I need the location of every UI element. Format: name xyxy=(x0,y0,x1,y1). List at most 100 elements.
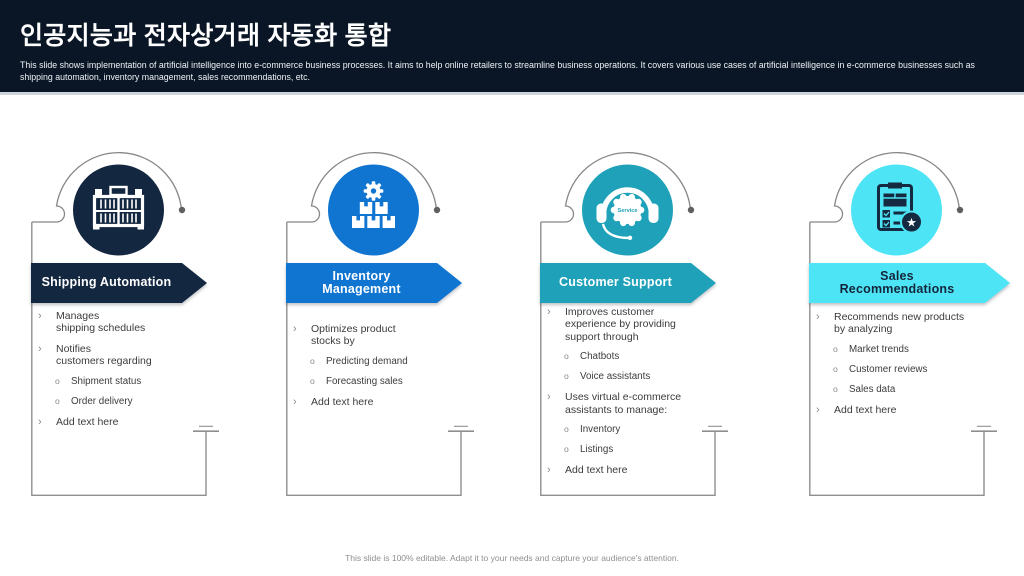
sub-bullet-text: Listings xyxy=(580,444,614,456)
card-frame-svg xyxy=(286,152,474,496)
bullet-text: Add text here xyxy=(565,464,628,477)
bullet-text: Add text here xyxy=(56,415,119,428)
sub-bullet-marker: o xyxy=(564,371,569,382)
sub-bullet-text: Voice assistants xyxy=(580,371,651,383)
sub-bullet-text: Chatbots xyxy=(580,351,620,363)
service-label: Service xyxy=(618,208,638,214)
container-icon xyxy=(92,185,145,230)
sub-bullet-item: o Voice assistants xyxy=(564,371,744,383)
card-customer-support: Service Customer Support › Improves custo… xyxy=(540,140,760,500)
bullet-text: Uses virtual e-commerce assistants to ma… xyxy=(565,391,682,416)
bullet-item: › Optimizes product stocks by xyxy=(290,323,490,348)
bullet-chevron-marker: › xyxy=(816,311,820,323)
card-sales-recommendations: ★ Sales Recommendations › Recommends new … xyxy=(809,140,1024,500)
bullet-list: › Manages shipping schedules › Notifies cus… xyxy=(35,310,235,437)
bullet-text: Improves customer experience by providin… xyxy=(565,306,676,343)
headset-service-icon: Service xyxy=(596,187,659,240)
arc-end-dot xyxy=(433,206,441,214)
banner-shape: Customer Support xyxy=(540,263,716,303)
card-frame-svg: ★ xyxy=(809,152,997,496)
bullet-chevron-marker: › xyxy=(293,323,297,335)
bullet-chevron-marker: › xyxy=(547,306,551,318)
sub-bullet-text: Forecasting sales xyxy=(326,375,403,387)
bullet-list: › Recommends new products by analyzing o Ma… xyxy=(813,311,1013,425)
bullet-chevron-marker: › xyxy=(547,391,551,404)
arc-end-dot xyxy=(956,206,964,214)
decorative-arc xyxy=(809,152,961,223)
sub-bullet-text: Inventory xyxy=(580,423,621,435)
bullet-text: Recommends new products by analyzing xyxy=(834,311,965,336)
bullet-item: › Add text here xyxy=(35,416,235,429)
sub-bullet-text: Predicting demand xyxy=(326,355,408,367)
arc-end-dot xyxy=(687,206,695,214)
banner-arrow: Inventory Management xyxy=(286,263,462,303)
sub-bullet-marker: o xyxy=(310,375,315,386)
bullet-chevron-marker: › xyxy=(816,403,820,416)
bullet-list: › Optimizes product stocks by o Predicting … xyxy=(290,323,490,417)
footer-note: This slide is 100% editable. Adapt it to… xyxy=(345,553,679,563)
bullet-item: ›Add text here xyxy=(813,404,1013,417)
boxes-gear-icon xyxy=(352,181,395,228)
slide-subtitle: This slide shows implementation of artif… xyxy=(20,60,975,82)
banner-arrow: Sales Recommendations xyxy=(809,263,1010,303)
bullet-chevron-marker: › xyxy=(38,415,42,428)
sub-bullet-text: Customer reviews xyxy=(849,363,928,375)
bullet-item: › Recommends new products by analyzing xyxy=(813,311,1013,336)
sub-bullet-marker: o xyxy=(564,423,569,434)
bullet-text: Manages shipping schedules xyxy=(56,310,146,335)
card-frame-svg xyxy=(31,152,219,496)
sub-bullet-item: o Shipment status xyxy=(55,376,235,388)
bullet-item: ›Add text here xyxy=(290,396,490,409)
slide-footer: This slide is 100% editable. Adapt it to… xyxy=(0,553,1024,563)
icon-circle xyxy=(851,164,942,256)
sub-bullet-marker: o xyxy=(55,375,60,386)
star-glyph: ★ xyxy=(906,216,917,230)
bullet-chevron-marker: › xyxy=(38,342,42,355)
slide-header: 인공지능과 전자상거래 자동화 통합 This slide shows impl… xyxy=(0,0,1024,95)
card-outline xyxy=(31,222,207,496)
sub-bullet-marker: o xyxy=(833,343,838,354)
slide-title: 인공지능과 전자상거래 자동화 통합 xyxy=(20,22,392,50)
bullet-chevron-marker: › xyxy=(293,395,297,408)
sub-bullet-text: Shipment status xyxy=(71,375,142,387)
card-title: Customer Support xyxy=(559,275,672,290)
bullet-text: Optimizes product stocks by xyxy=(311,323,396,348)
banner-shape: Shipping Automation xyxy=(31,263,207,303)
card-shipping-automation: Shipping Automation › Manages shipping sc… xyxy=(31,140,251,500)
banner-shape: Inventory Management xyxy=(286,263,462,303)
sub-bullet-text: Sales data xyxy=(849,383,896,395)
card-outline xyxy=(809,222,985,496)
bullet-item: › Improves customer experience by providi… xyxy=(544,306,744,343)
sub-bullet-text: Order delivery xyxy=(71,395,133,407)
sub-bullet-item: o Order delivery xyxy=(55,396,235,408)
card-title: Shipping Automation xyxy=(41,275,172,290)
card-outline xyxy=(286,222,462,496)
banner-arrow: Shipping Automation xyxy=(31,263,207,303)
sub-bullet-item: o Forecasting sales xyxy=(310,376,490,388)
card-inventory-management: Inventory Management › Optimizes product … xyxy=(286,140,506,500)
bullet-item: › Add text here xyxy=(544,464,744,477)
sub-bullet-item: o Chatbots xyxy=(564,351,744,363)
arc-end-dot xyxy=(178,206,186,214)
card-title: Sales Recommendations xyxy=(839,268,955,296)
card-title: Inventory Management xyxy=(322,268,401,296)
decorative-arc xyxy=(286,152,438,223)
bullet-chevron-marker: › xyxy=(38,310,42,322)
sub-bullet-item: o Market trends xyxy=(833,344,1013,356)
sub-bullet-item: o Inventory xyxy=(564,424,744,436)
sub-bullet-marker: o xyxy=(564,351,569,362)
decorative-arc xyxy=(31,152,183,223)
bullet-chevron-marker: › xyxy=(547,464,551,477)
decorative-arc xyxy=(540,152,692,223)
bullet-list: › Improves customer experience by providi… xyxy=(544,306,744,485)
sub-bullet-text: Market trends xyxy=(849,343,909,355)
banner-arrow: Customer Support xyxy=(540,263,716,303)
sub-bullet-marker: o xyxy=(55,395,60,406)
bullet-text: Notifies customers regarding xyxy=(56,342,152,368)
card-frame-svg: Service xyxy=(540,152,728,496)
